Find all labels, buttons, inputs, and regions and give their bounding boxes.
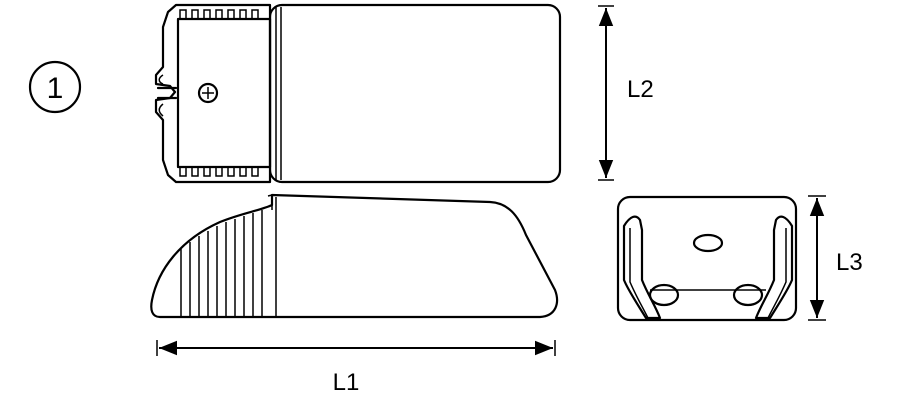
end-view [616,195,798,322]
terminal-block [176,17,272,169]
end-view-right-hole [732,283,764,307]
top-view [154,3,562,184]
end-view-top-hole [692,233,724,253]
side-view-housing [150,193,559,319]
dimension-l1: L1 [156,340,556,396]
side-view [150,193,559,319]
top-view-housing [268,3,562,184]
figure-number: 1 [47,72,64,105]
dimension-l3-label: L3 [836,249,863,276]
figure-number-badge: 1 [28,60,82,114]
end-view-right-bracket [754,215,794,320]
screw-icon [197,82,219,104]
dimension-l3: L3 [808,195,863,321]
dimension-l2-label: L2 [627,76,654,103]
cable-clamp [156,86,178,100]
dimension-l2: L2 [598,5,654,181]
side-view-ribs [180,210,263,317]
end-view-left-hole [648,283,680,307]
figure-number-circle [28,60,82,114]
dimension-l1-label: L1 [333,369,360,396]
